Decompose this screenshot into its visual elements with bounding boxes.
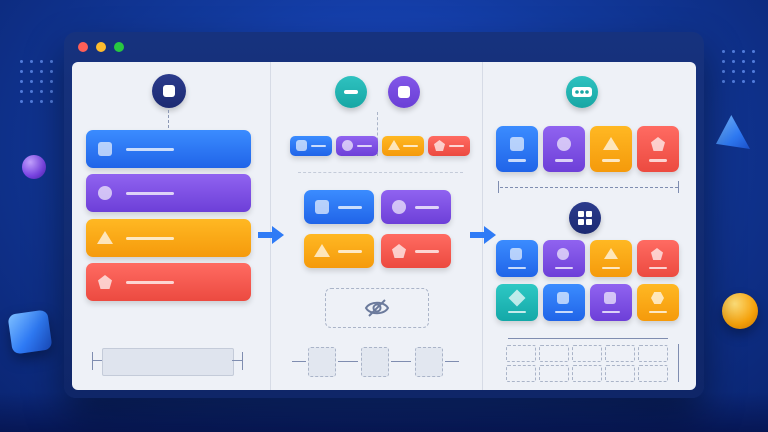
spacing-box-1[interactable]: [308, 347, 336, 377]
dot-grid-left: [20, 60, 53, 103]
tile-purple[interactable]: [543, 126, 585, 172]
flow-arrow-2: [470, 226, 496, 244]
maximize-button[interactable]: [114, 42, 124, 52]
minus-icon[interactable]: [335, 76, 367, 108]
row-red[interactable]: [86, 263, 251, 301]
panel-divider-2: [482, 62, 483, 390]
blue-cube: [7, 309, 53, 355]
blue-pyramid: [716, 115, 750, 149]
chip-orange[interactable]: [382, 136, 424, 156]
circle-icon: [98, 186, 112, 200]
spacing-box-2[interactable]: [361, 347, 389, 377]
grid-red[interactable]: [381, 234, 451, 268]
grid-icon[interactable]: [569, 202, 601, 234]
panel-divider-1: [270, 62, 271, 390]
span-right-line: [232, 360, 242, 361]
row-width-indicator: [500, 187, 678, 189]
grid-tile-2-4[interactable]: [637, 284, 679, 321]
grid-tile-2-3[interactable]: [590, 284, 632, 321]
chip-purple[interactable]: [336, 136, 378, 156]
left-header-square-icon[interactable]: [152, 74, 186, 108]
grid-orange[interactable]: [304, 234, 374, 268]
grid-tile-1-2[interactable]: [543, 240, 585, 277]
floor-glow: [0, 392, 768, 432]
grid-tile-2-1[interactable]: [496, 284, 538, 321]
connector-line: [168, 110, 170, 128]
row-blue[interactable]: [86, 130, 251, 168]
grid-purple[interactable]: [381, 190, 451, 224]
row-purple[interactable]: [86, 174, 251, 212]
grid-tile-1-1[interactable]: [496, 240, 538, 277]
spacing-box-3[interactable]: [415, 347, 443, 377]
grid-tile-1-4[interactable]: [637, 240, 679, 277]
purple-sphere: [22, 155, 46, 179]
chip-red[interactable]: [428, 136, 470, 156]
width-span-bar[interactable]: [102, 348, 234, 376]
flow-arrow-1: [258, 226, 284, 244]
dot-grid-right: [722, 50, 755, 83]
minimize-button[interactable]: [96, 42, 106, 52]
pentagon-icon: [98, 275, 112, 289]
triangle-icon: [97, 231, 113, 244]
diamond-icon: [508, 289, 526, 307]
dots-icon[interactable]: [566, 76, 598, 108]
middle-header-square-icon[interactable]: [388, 76, 420, 108]
grid-tile-1-3[interactable]: [590, 240, 632, 277]
grid-tile-2-2[interactable]: [543, 284, 585, 321]
square-icon: [98, 142, 112, 156]
row-orange[interactable]: [86, 219, 251, 257]
close-button[interactable]: [78, 42, 88, 52]
hidden-element-box[interactable]: [325, 288, 429, 328]
tile-blue[interactable]: [496, 126, 538, 172]
span-left-line: [92, 360, 102, 361]
eye-off-icon: [364, 299, 390, 317]
chip-blue[interactable]: [290, 136, 332, 156]
orange-sphere: [722, 293, 758, 329]
tile-red[interactable]: [637, 126, 679, 172]
app-window: [64, 32, 704, 398]
canvas: [72, 62, 696, 390]
hexagon-icon: [651, 292, 664, 304]
responsive-table-outline[interactable]: [506, 345, 668, 382]
grid-blue[interactable]: [304, 190, 374, 224]
tile-orange[interactable]: [590, 126, 632, 172]
